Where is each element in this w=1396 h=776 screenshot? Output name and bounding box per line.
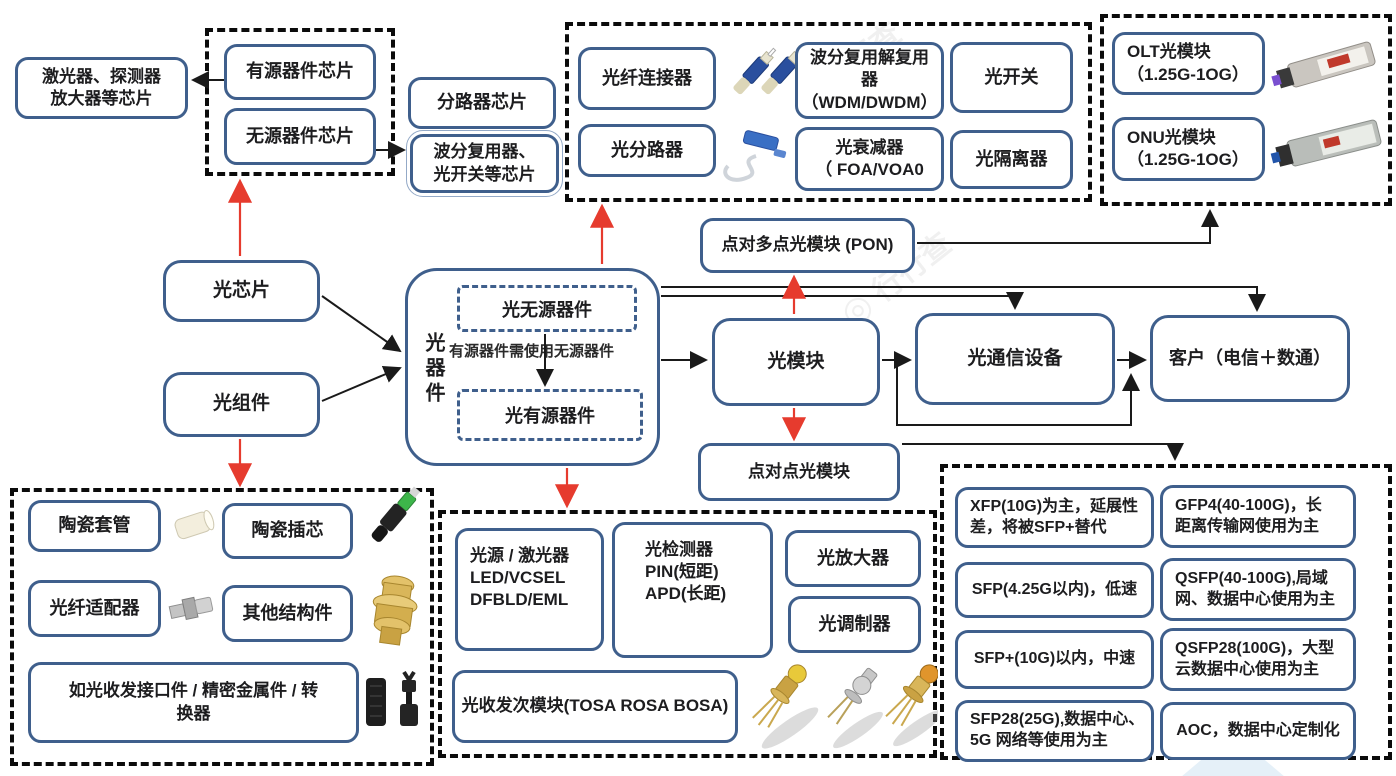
box-splitter-chip: 分路器芯片: [408, 77, 556, 129]
black-parts-photo: [360, 664, 428, 745]
box-amplifier: 光放大器: [785, 530, 921, 587]
box-pon-module: 点对多点光模块 (PON): [700, 218, 915, 273]
group-pon-modules: [1100, 14, 1392, 206]
box-modulator: 光调制器: [788, 596, 921, 653]
box-optical-component: 光组件: [163, 372, 320, 437]
lc-connector-photo: [718, 38, 805, 121]
tosa-components-photo: [740, 656, 943, 761]
box-fiber-adapter: 光纤适配器: [28, 580, 161, 637]
box-optical-switch: 光开关: [950, 42, 1073, 113]
box-light-source: 光源 / 激光器 LED/VCSEL DFBLD/EML: [455, 528, 604, 651]
box-detector: 光检测器 PIN(短距) APD(长距): [612, 522, 773, 658]
box-other-structural: 其他结构件: [222, 585, 353, 642]
box-sfp-plus: SFP+(10G)以内，中速: [955, 630, 1154, 689]
box-sfp: SFP(4.25G以内)，低速: [955, 562, 1154, 618]
brass-part-photo: [356, 570, 432, 659]
box-tosa-rosa-bosa: 光收发次模块(TOSA ROSA BOSA): [452, 670, 738, 743]
group-chip-level: [205, 28, 395, 176]
box-wdm-switch-chip: 波分复用器、 光开关等芯片: [406, 130, 563, 197]
optical-splitter-photo: [716, 126, 796, 193]
group-structural-parts: [10, 488, 434, 766]
group-active-devices: [438, 510, 937, 758]
box-active-optical-device: 光有源器件: [457, 389, 643, 441]
box-aoc: AOC，数据中心定制化: [1160, 702, 1356, 760]
box-ceramic-ferrule: 陶瓷插芯: [222, 503, 353, 559]
box-qsfp: QSFP(40-100G),局域 网、数据中心使用为主: [1160, 558, 1356, 621]
box-optical-equipment: 光通信设备: [915, 313, 1115, 405]
olt-transceiver-photo: [1266, 30, 1390, 99]
box-onu-module: ONU光模块 （1.25G-1OG）: [1112, 117, 1265, 181]
box-p2p-module: 点对点光模块: [698, 443, 900, 501]
fiber-adapter-photo: [166, 588, 218, 633]
ceramic-sleeve-photo: [170, 505, 218, 552]
box-passive-optical-device: 光无源器件: [457, 285, 637, 332]
box-olt-module: OLT光模块 （1.25G-1OG）: [1112, 32, 1265, 95]
group-passive-devices: [565, 22, 1092, 202]
box-optical-chip: 光芯片: [163, 260, 320, 322]
box-optical-splitter: 光分路器: [578, 124, 716, 177]
box-passive-device-chip: 无源器件芯片: [224, 108, 376, 165]
box-wdm-mux: 波分复用解复用器 （WDM/DWDM）: [795, 42, 944, 119]
sc-connector-photo: [352, 486, 432, 557]
box-ceramic-sleeve: 陶瓷套管: [28, 500, 161, 552]
device-note: 有源器件需使用无源器件: [449, 343, 615, 360]
box-interface-parts: 如光收发接口件 / 精密金属件 / 转 换器: [28, 662, 359, 743]
optical-device-vertical-label: 光器件: [422, 332, 444, 407]
box-sfp28: SFP28(25G),数据中心、 5G 网络等使用为主: [955, 700, 1154, 762]
box-customer: 客户（电信＋数通）: [1150, 315, 1350, 402]
box-xfp: XFP(10G)为主，延展性 差，将被SFP+替代: [955, 487, 1154, 548]
box-optical-module: 光模块: [712, 318, 880, 406]
onu-transceiver-photo: [1264, 108, 1392, 181]
box-attenuator: 光衰减器 （ FOA/VOA0: [795, 127, 944, 191]
box-active-device-chip: 有源器件芯片: [224, 44, 376, 100]
box-isolator: 光隔离器: [950, 130, 1073, 189]
box-gfp4: GFP4(40-100G)，长 距离传输网使用为主: [1160, 485, 1356, 548]
box-fiber-connector: 光纤连接器: [578, 47, 716, 110]
box-qsfp28: QSFP28(100G)，大型 云数据中心使用为主: [1160, 628, 1356, 691]
box-laser-detector-chips: 激光器、探测器 放大器等芯片: [15, 57, 188, 119]
